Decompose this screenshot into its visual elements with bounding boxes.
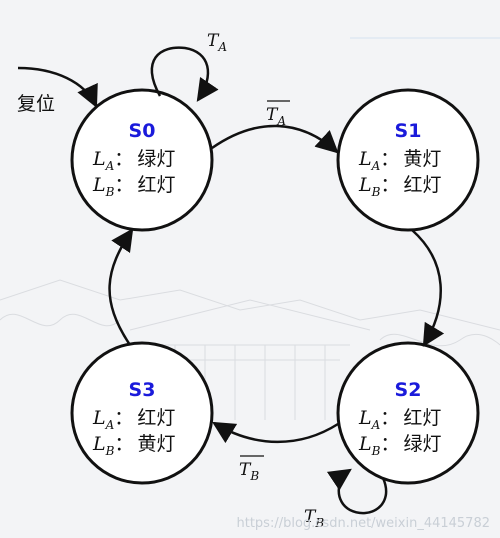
state-s2-name: S2 bbox=[395, 379, 422, 401]
state-s2-lb-line: LB：绿灯 bbox=[358, 433, 441, 458]
state-s1-name: S1 bbox=[395, 120, 422, 142]
reset-arrow bbox=[17, 66, 98, 109]
state-s1-la-line: LA：黄灯 bbox=[358, 148, 441, 173]
state-s3-circle[interactable] bbox=[70, 341, 214, 485]
reset-label: 复位 bbox=[17, 93, 55, 115]
s0-self-loop-arrow bbox=[150, 46, 219, 102]
s0-to-s1-arrow bbox=[211, 124, 339, 154]
state-s1-circle[interactable] bbox=[336, 88, 480, 232]
state-s2-circle[interactable] bbox=[336, 341, 480, 485]
s2-to-s3-label: TB bbox=[239, 455, 264, 483]
svg-text:TA: TA bbox=[266, 105, 286, 128]
state-s3-la-line: LA：红灯 bbox=[92, 407, 175, 432]
s2-to-s3-arrow bbox=[212, 421, 339, 444]
s0-self-loop-label: TA bbox=[207, 31, 227, 54]
state-s0-lb-line: LB：红灯 bbox=[92, 174, 175, 199]
watermark-text: https://blog.csdn.net/weixin_44145782 bbox=[236, 516, 490, 531]
state-s0-la-line: LA：绿灯 bbox=[92, 148, 175, 173]
s3-to-s0-arrow bbox=[108, 228, 134, 346]
svg-text:TB: TB bbox=[239, 460, 259, 483]
s0-to-s1-label: TA bbox=[266, 100, 290, 128]
state-s1-lb-line: LB：红灯 bbox=[358, 174, 441, 199]
s2-self-loop-arrow bbox=[326, 468, 388, 515]
state-s2-la-line: LA：红灯 bbox=[358, 407, 441, 432]
state-s3-name: S3 bbox=[129, 379, 156, 401]
s2-self-loop-label: TB bbox=[304, 507, 324, 530]
state-s0-name: S0 bbox=[129, 120, 156, 142]
s1-to-s2-arrow bbox=[411, 229, 445, 347]
state-s3-lb-line: LB：黄灯 bbox=[92, 433, 175, 458]
state-s0-circle[interactable] bbox=[70, 88, 214, 232]
